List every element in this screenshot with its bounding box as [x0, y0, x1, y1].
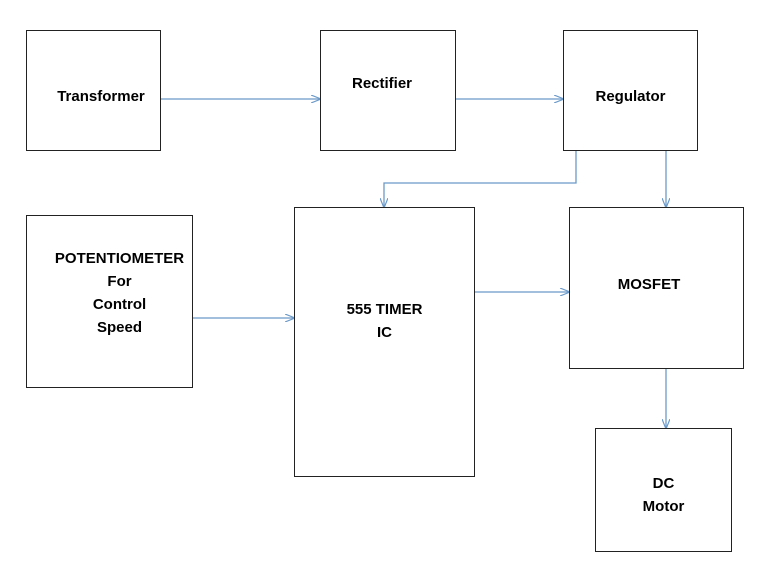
mosfet-block [569, 207, 744, 369]
timer-ic-label-line-2: IC [377, 324, 392, 341]
regulator-block [563, 30, 698, 151]
rectifier-label: Rectifier [320, 72, 444, 95]
dc-motor-block [595, 428, 732, 552]
transformer-block [26, 30, 161, 151]
potentiometer-label-line-3: Control [92, 296, 147, 313]
arrow-regulator-to-timer [384, 151, 577, 207]
rectifier-block [320, 30, 456, 151]
potentiometer-label-line-4: Speed [96, 319, 142, 336]
timer-ic-label-line-1: 555 TIMER [346, 301, 423, 318]
regulator-label-line: Regulator [595, 88, 666, 105]
potentiometer-label-line-2: For [107, 273, 132, 290]
transformer-label-line: Transformer [57, 88, 145, 105]
mosfet-label-line: MOSFET [617, 276, 681, 293]
potentiometer-label: POTENTIOMETER For Control Speed [26, 247, 213, 339]
dc-motor-label: DC Motor [595, 472, 732, 518]
dc-motor-label-line-2: Motor [642, 498, 685, 515]
dc-motor-label-line-1: DC [652, 475, 675, 492]
timer-ic-label: 555 TIMER IC [294, 298, 475, 344]
mosfet-label: MOSFET [569, 273, 729, 296]
timer-ic-block [294, 207, 475, 477]
potentiometer-block [26, 215, 193, 388]
transformer-label: Transformer [26, 85, 176, 108]
potentiometer-label-line-1: POTENTIOMETER [54, 250, 185, 267]
rectifier-label-line: Rectifier [351, 75, 413, 92]
regulator-label: Regulator [563, 85, 698, 108]
